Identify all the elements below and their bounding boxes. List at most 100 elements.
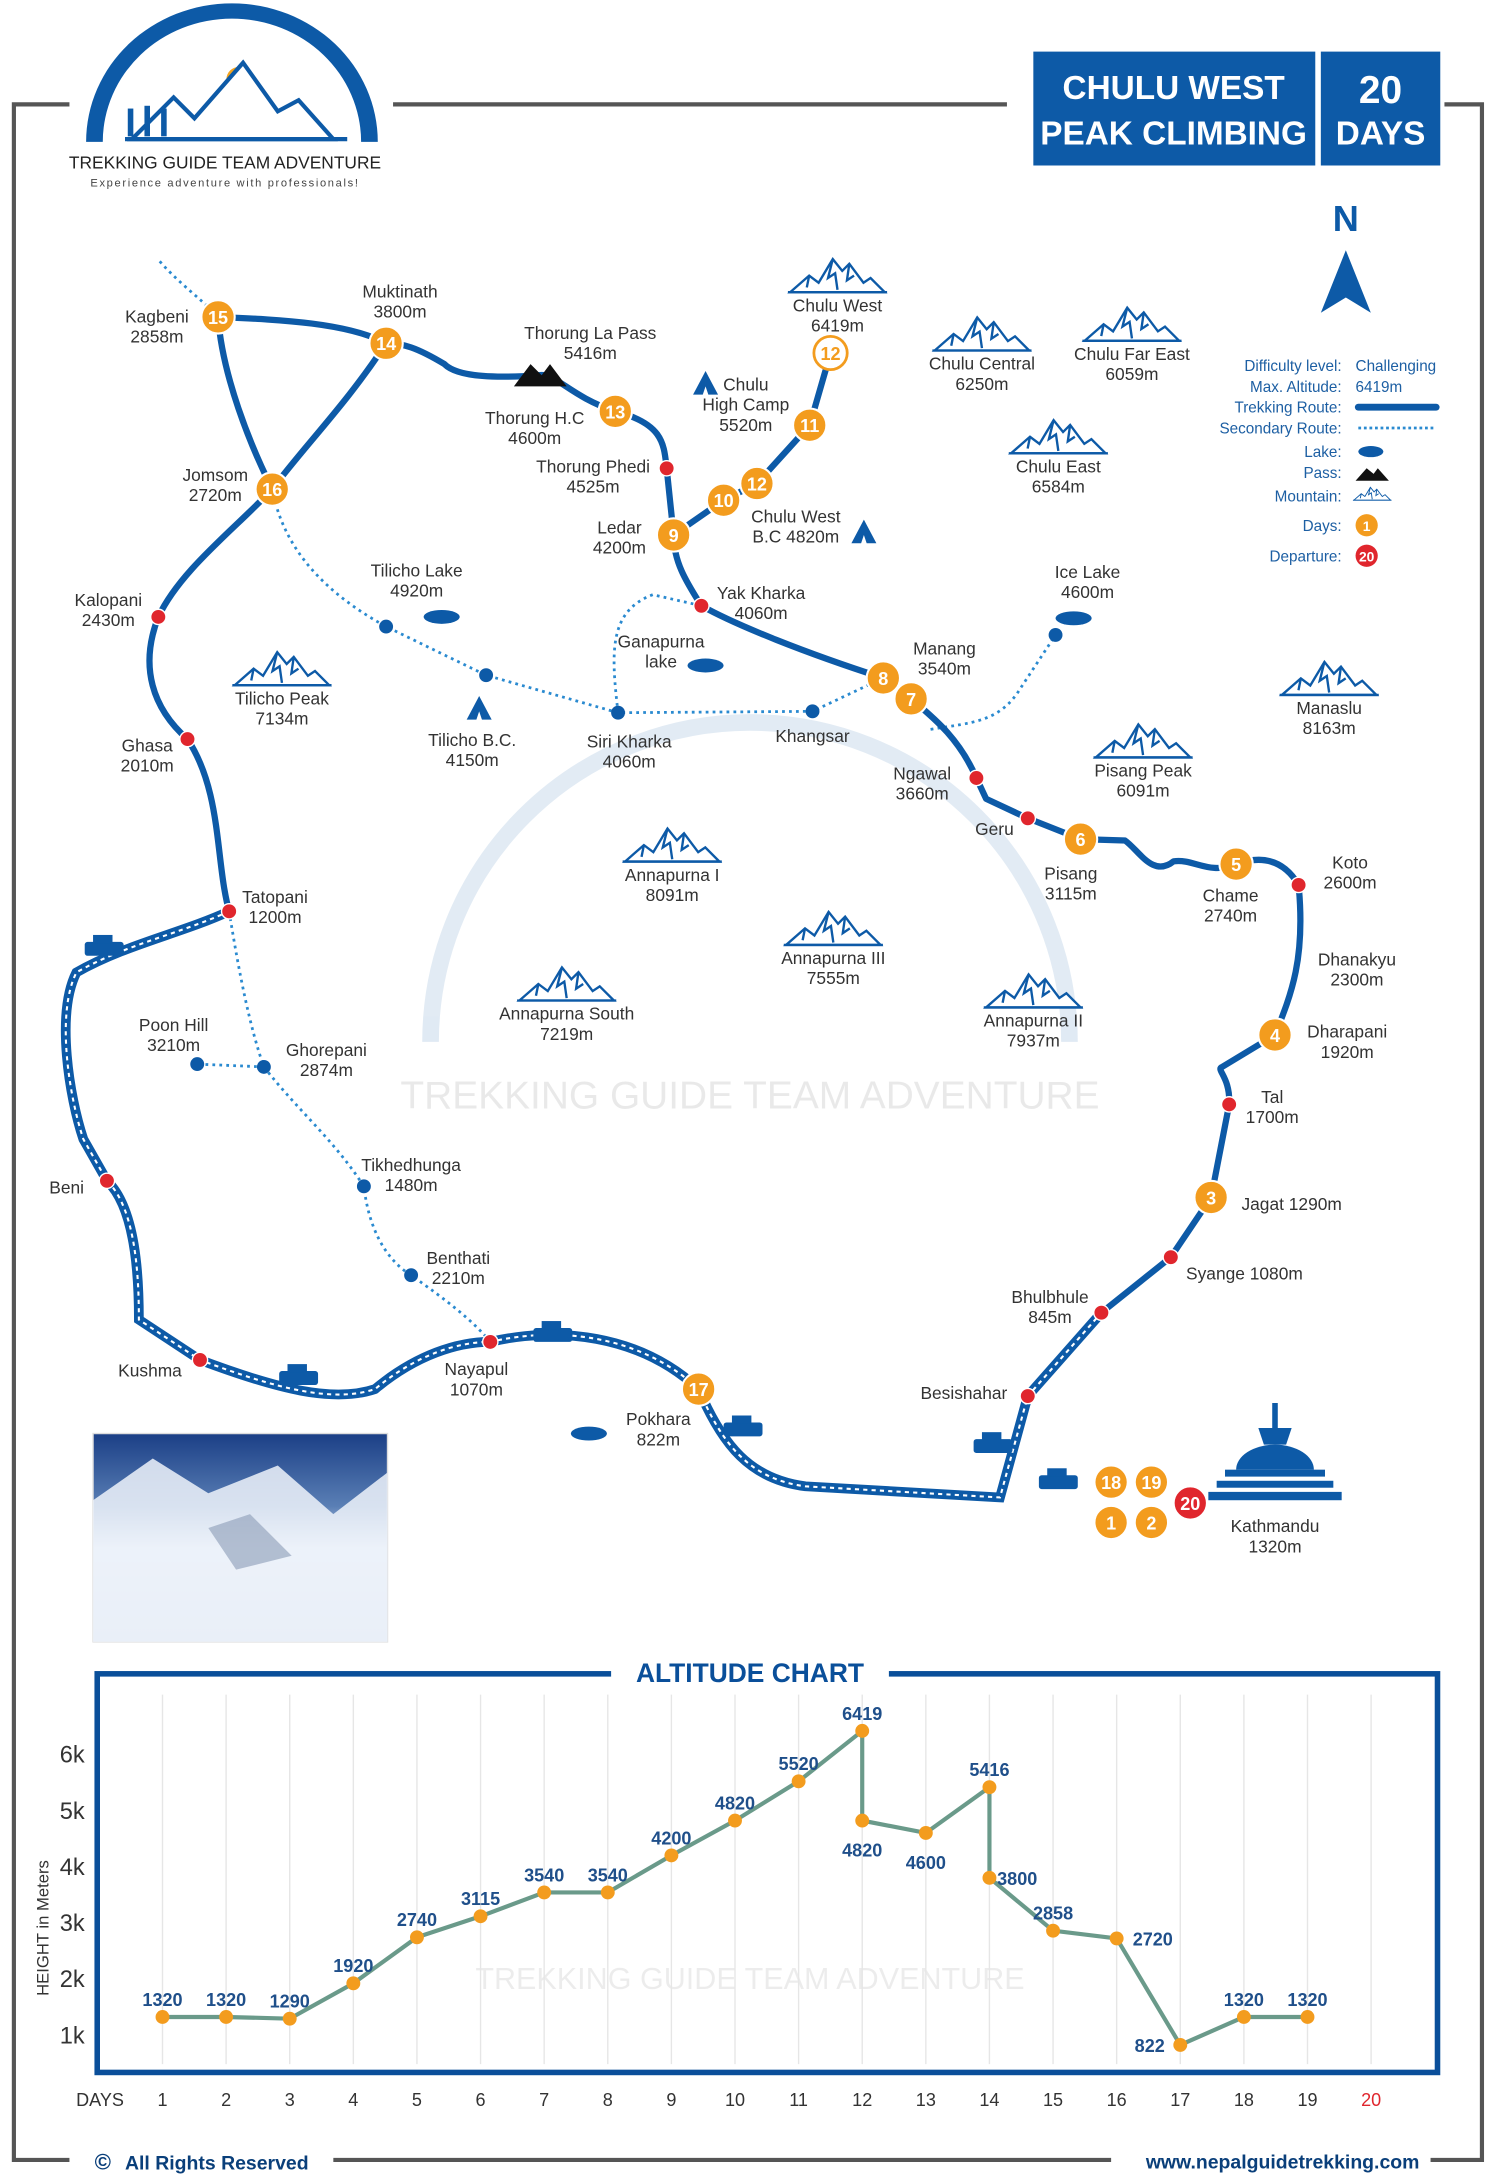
altitude-value-label: 4600 xyxy=(906,1853,946,1873)
stop-dot xyxy=(968,769,985,787)
jeep-cabin xyxy=(981,1432,1002,1441)
tent-icon xyxy=(693,371,719,395)
mountain-altitude: 6250m xyxy=(955,374,1008,394)
place-altitude: 4200m xyxy=(593,538,646,558)
place-name: Dharapani xyxy=(1307,1022,1387,1042)
place-name: Kathmandu xyxy=(1231,1516,1320,1536)
place-altitude: 3540m xyxy=(918,659,971,679)
day-marker-number: 7 xyxy=(906,690,916,710)
place-name: Kagbeni xyxy=(125,306,189,326)
jeep-body xyxy=(279,1371,319,1385)
chart-x-label: DAYS xyxy=(76,2090,124,2110)
place-name: Thorung La Pass xyxy=(524,323,657,343)
brand-tagline: Experience adventure with professionals! xyxy=(90,177,359,189)
secondary-route xyxy=(197,911,266,1069)
side-trip-dot xyxy=(379,619,394,634)
altitude-point xyxy=(855,1723,870,1738)
place-altitude: 1920m xyxy=(1321,1042,1374,1062)
x-tick-label: 5 xyxy=(412,2090,422,2110)
x-tick-label: 16 xyxy=(1107,2090,1127,2110)
place-name: Benthati xyxy=(426,1248,490,1268)
frame xyxy=(11,102,1485,2163)
legend-trekking-route-label: Trekking Route: xyxy=(1234,400,1341,417)
place-altitude: 3115m xyxy=(1045,884,1097,904)
day-marker xyxy=(254,471,290,507)
stop-dot xyxy=(149,608,167,626)
altitude-value-label: 1290 xyxy=(270,1992,310,2012)
brand-logo: TREKKING GUIDE TEAM ADVENTURE Experience… xyxy=(69,3,381,189)
altitude-point xyxy=(855,1813,870,1828)
y-tick-label: 1k xyxy=(60,2023,85,2049)
pass-icon xyxy=(1355,468,1389,481)
mountain-name: Manaslu xyxy=(1296,698,1362,718)
place-altitude: 5416m xyxy=(564,343,617,363)
place-altitude: High Camp xyxy=(702,395,789,415)
stop-dot xyxy=(658,459,675,477)
altitude-value-label: 2720 xyxy=(1133,1929,1173,1949)
altitude-value-label: 4820 xyxy=(842,1841,882,1861)
mountain-name: Chulu East xyxy=(1016,456,1101,476)
tent-icon xyxy=(851,519,877,544)
lake-icon xyxy=(1055,611,1092,626)
altitude-value-label: 5520 xyxy=(779,1754,819,1774)
mountain-name: Chulu West xyxy=(793,295,883,315)
title-line-2: PEAK CLIMBING xyxy=(1040,116,1307,153)
day-marker xyxy=(655,517,692,553)
place-altitude: 2858m xyxy=(130,327,183,347)
footer: © All Rights Reserved www.nepalguidetrek… xyxy=(95,2150,1420,2175)
mountain-altitude: 6059m xyxy=(1105,364,1158,384)
mountain-icon xyxy=(782,910,885,947)
side-trip-dot xyxy=(190,1057,205,1072)
altitude-point xyxy=(918,1826,933,1840)
x-tick-label: 18 xyxy=(1234,2090,1254,2110)
place-altitude: 2600m xyxy=(1323,872,1376,892)
altitude-value-label: 1320 xyxy=(1287,1990,1327,2010)
day-marker xyxy=(792,407,828,443)
altitude-value-label: 1320 xyxy=(206,1990,246,2010)
mountain-icon xyxy=(1081,306,1183,342)
day-marker-number: 11 xyxy=(800,416,819,436)
jeep-body xyxy=(533,1328,573,1342)
stupa-icon xyxy=(1208,1403,1342,1501)
day-marker xyxy=(1093,1504,1129,1541)
place-altitude: 2874m xyxy=(300,1060,353,1080)
mountain-altitude: 7219m xyxy=(540,1024,593,1044)
jeep-cabin xyxy=(731,1415,752,1424)
altitude-value-label: 5416 xyxy=(969,1760,1009,1780)
website-link[interactable]: www.nepalguidetrekking.com xyxy=(1145,2151,1420,2173)
place-name: Beni xyxy=(49,1177,84,1197)
day-marker-icon xyxy=(1355,514,1378,537)
day-marker xyxy=(1133,1464,1170,1500)
altitude-point xyxy=(537,1885,552,1900)
tent-icon xyxy=(466,696,492,720)
stop-dot xyxy=(1290,876,1307,894)
place-name: Dhanakyu xyxy=(1318,950,1396,970)
mountain-icon xyxy=(786,257,889,294)
place-name: Besishahar xyxy=(920,1383,1007,1403)
altitude-value-label: 4200 xyxy=(651,1828,691,1848)
place-name: Chame xyxy=(1203,886,1259,906)
altitude-value-label: 2858 xyxy=(1033,1904,1073,1924)
legend-pass-label: Pass: xyxy=(1303,465,1341,482)
legend-difficulty-label: Difficulty level: xyxy=(1244,358,1341,375)
mountain-altitude: 8091m xyxy=(646,885,699,905)
place-name: Tikhedhunga xyxy=(361,1155,461,1175)
stop-dot xyxy=(1162,1248,1180,1266)
place-altitude: 4525m xyxy=(567,477,620,497)
days-label: DAYS xyxy=(1336,116,1426,153)
jeep-icon xyxy=(84,934,124,956)
place-name: Tilicho B.C. xyxy=(428,730,516,750)
day-marker-number: 2 xyxy=(1146,1513,1156,1533)
place-altitude: 2300m xyxy=(1330,970,1383,990)
day-marker xyxy=(739,465,775,502)
legend-departure-label: Departure: xyxy=(1270,548,1342,565)
altitude-value-label: 822 xyxy=(1135,2036,1165,2056)
x-tick-label: 14 xyxy=(979,2090,999,2110)
mountain-altitude: 6091m xyxy=(1117,781,1170,801)
legend-mountain-label: Mountain: xyxy=(1275,489,1342,506)
stop-dot xyxy=(1093,1304,1110,1322)
copyright-icon: © xyxy=(95,2150,112,2175)
jeep-road-center xyxy=(64,910,1103,1499)
place-altitude: 822m xyxy=(637,1429,680,1449)
